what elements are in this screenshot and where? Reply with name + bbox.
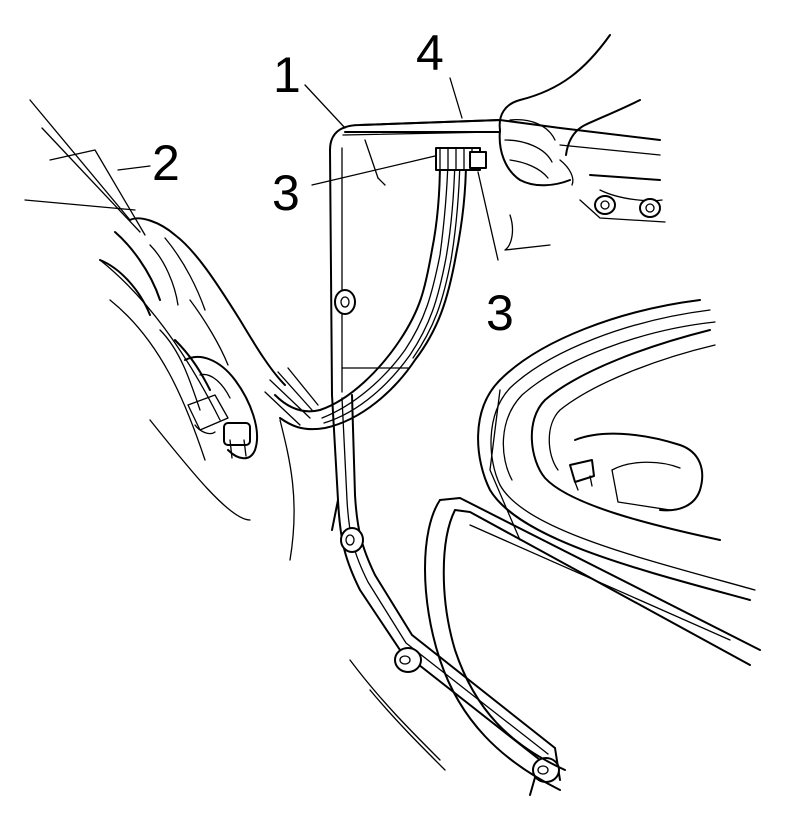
leader-3a	[311, 155, 436, 186]
leader-3b	[477, 171, 499, 261]
callout-label-4: 4	[416, 25, 444, 81]
trim-strip	[331, 394, 561, 796]
callout-label-3b: 3	[486, 285, 514, 341]
right-hand	[498, 34, 641, 187]
leader-2	[117, 165, 151, 171]
leader-1	[304, 84, 346, 129]
misc-lines	[279, 214, 551, 771]
door-latch	[184, 355, 259, 460]
callout-label-3a: 3	[272, 165, 300, 221]
clip-2	[340, 527, 364, 553]
callout-label-2: 2	[152, 135, 180, 191]
clip-3	[394, 647, 422, 673]
leader-4	[449, 77, 463, 119]
leader-lines	[117, 77, 499, 261]
wiring-harness	[264, 159, 467, 431]
window-seal	[477, 299, 756, 601]
clip-1	[334, 289, 356, 315]
left-hand	[99, 217, 286, 391]
body-panel-left	[24, 99, 251, 521]
top-trim-strip	[344, 119, 666, 223]
lower-door-panel	[424, 389, 761, 791]
connector	[435, 147, 487, 171]
callout-label-1: 1	[273, 47, 301, 103]
